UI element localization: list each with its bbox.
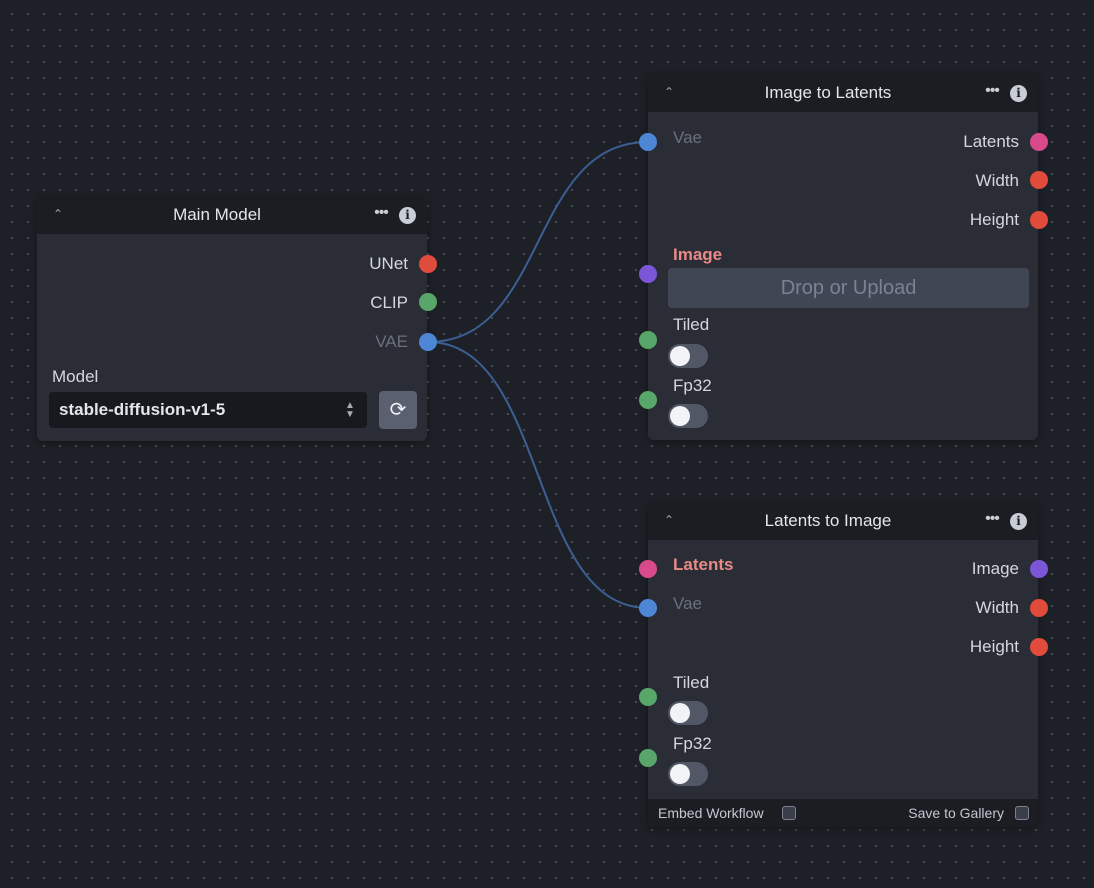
output-handle-width[interactable]: [1030, 171, 1048, 189]
node-title: Main Model: [173, 205, 261, 224]
info-icon[interactable]: i: [399, 207, 416, 224]
info-icon[interactable]: i: [1010, 85, 1027, 102]
input-label-image: Image: [673, 245, 723, 264]
node-header[interactable]: ⌃ Image to Latents ••• i: [648, 74, 1038, 112]
latents-to-image-node[interactable]: ⌃ Latents to Image ••• i Latents Vae Ima…: [639, 502, 1048, 827]
main-model-node[interactable]: ⌃ Main Model ••• i UNet CLIP VAE Model s…: [37, 196, 437, 441]
input-label-vae: Vae: [673, 128, 702, 147]
model-field-label: Model: [52, 367, 99, 386]
toggle-knob: [670, 346, 690, 366]
tiled-toggle[interactable]: [668, 701, 708, 725]
refresh-icon: ⟳: [389, 399, 407, 421]
output-handle-latents[interactable]: [1030, 133, 1048, 151]
node-title: Image to Latents: [764, 83, 892, 102]
input-handle-vae[interactable]: [639, 599, 657, 617]
embed-workflow-label: Embed Workflow: [658, 805, 764, 821]
output-label-unet: UNet: [369, 254, 408, 273]
chevron-up-icon[interactable]: ⌃: [663, 85, 675, 99]
output-handle-height[interactable]: [1030, 638, 1048, 656]
output-handle-height[interactable]: [1030, 211, 1048, 229]
toggle-knob: [670, 764, 690, 784]
save-to-gallery-label: Save to Gallery: [908, 805, 1004, 821]
node-header[interactable]: ⌃ Latents to Image ••• i: [648, 502, 1038, 540]
refresh-models-button[interactable]: ⟳: [379, 391, 417, 429]
output-label-width: Width: [975, 598, 1019, 617]
edge-vae-to-latents-to-image[interactable]: [427, 341, 649, 609]
info-icon[interactable]: i: [1010, 513, 1027, 530]
input-handle-fp32[interactable]: [639, 391, 657, 409]
node-header[interactable]: ⌃ Main Model ••• i: [37, 196, 427, 234]
ellipsis-icon[interactable]: •••: [985, 82, 1000, 99]
model-select[interactable]: stable-diffusion-v1-5 ▲▼: [49, 392, 367, 428]
ellipsis-icon[interactable]: •••: [985, 510, 1000, 527]
output-handle-image[interactable]: [1030, 560, 1048, 578]
input-label-fp32: Fp32: [673, 376, 712, 395]
node-title: Latents to Image: [764, 511, 892, 530]
toggle-knob: [670, 703, 690, 723]
output-label-vae: VAE: [375, 332, 408, 351]
model-select-value: stable-diffusion-v1-5: [59, 400, 226, 419]
output-label-image: Image: [971, 559, 1019, 578]
chevron-up-icon[interactable]: ⌃: [663, 513, 675, 527]
output-handle-unet[interactable]: [419, 255, 437, 273]
image-to-latents-node[interactable]: ⌃ Image to Latents ••• i Vae Latents Wid…: [639, 74, 1048, 440]
output-handle-clip[interactable]: [419, 293, 437, 311]
output-handle-vae[interactable]: [419, 333, 437, 351]
input-handle-tiled[interactable]: [639, 331, 657, 349]
input-label-tiled: Tiled: [673, 673, 710, 692]
chevron-up-down-icon: ▲▼: [345, 400, 355, 420]
output-label-height: Height: [969, 210, 1019, 229]
save-to-gallery-checkbox[interactable]: [1015, 806, 1029, 820]
input-handle-latents[interactable]: [639, 560, 657, 578]
input-label-tiled: Tiled: [673, 315, 710, 334]
fp32-toggle[interactable]: [668, 762, 708, 786]
input-label-latents: Latents: [673, 555, 734, 574]
input-label-fp32: Fp32: [673, 734, 712, 753]
input-handle-tiled[interactable]: [639, 688, 657, 706]
output-label-latents: Latents: [963, 132, 1019, 151]
embed-workflow-checkbox[interactable]: [782, 806, 796, 820]
output-label-width: Width: [975, 171, 1019, 190]
tiled-toggle[interactable]: [668, 344, 708, 368]
image-upload-dropzone[interactable]: Drop or Upload: [668, 268, 1029, 308]
input-handle-fp32[interactable]: [639, 749, 657, 767]
edge-vae-to-image-to-latents[interactable]: [427, 141, 649, 343]
chevron-up-icon[interactable]: ⌃: [52, 207, 64, 221]
node-footer: Embed Workflow Save to Gallery: [648, 799, 1038, 827]
ellipsis-icon[interactable]: •••: [374, 204, 389, 221]
input-handle-vae[interactable]: [639, 133, 657, 151]
output-label-clip: CLIP: [370, 293, 408, 312]
output-handle-width[interactable]: [1030, 599, 1048, 617]
output-label-height: Height: [969, 637, 1019, 656]
toggle-knob: [670, 406, 690, 426]
fp32-toggle[interactable]: [668, 404, 708, 428]
input-handle-image[interactable]: [639, 265, 657, 283]
input-label-vae: Vae: [673, 594, 702, 613]
